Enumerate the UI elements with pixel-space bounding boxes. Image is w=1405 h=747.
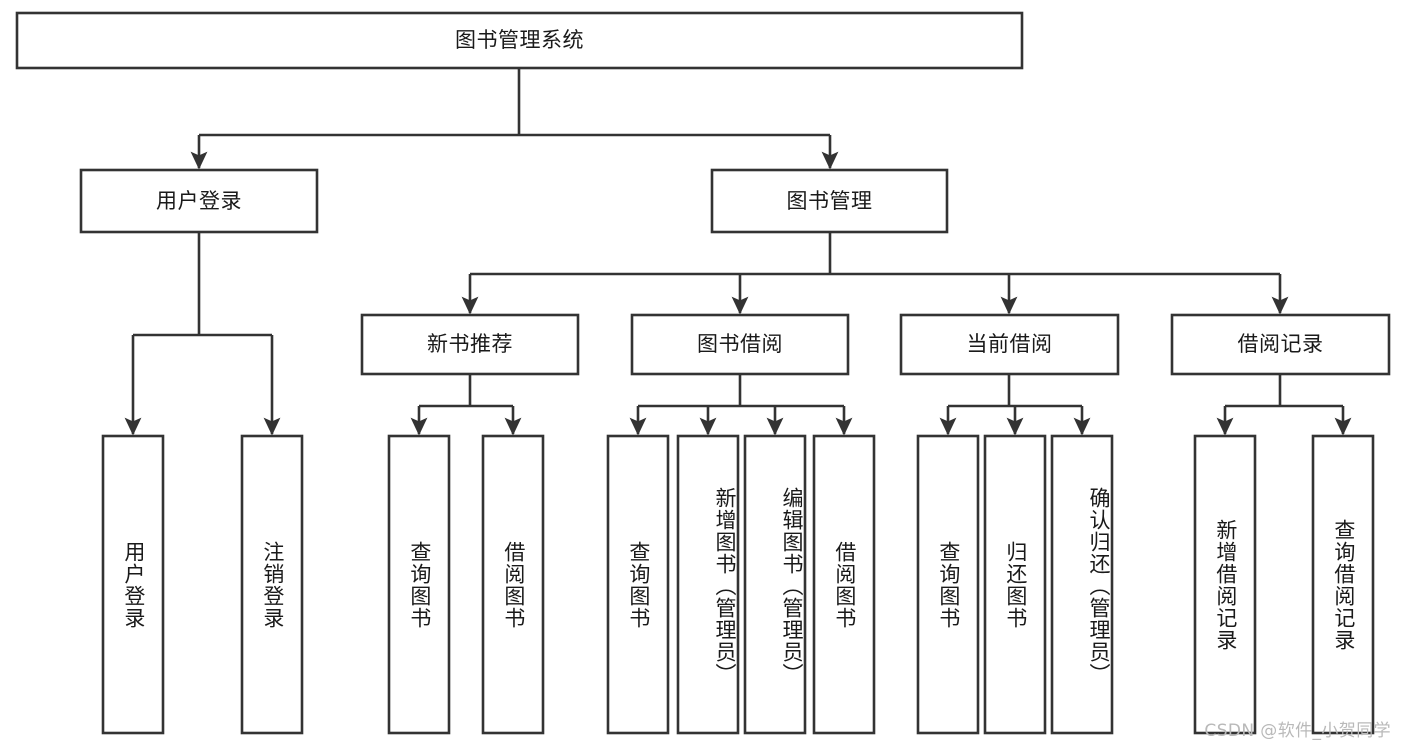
node-box-leaf-query-book-1[interactable] [387, 434, 451, 735]
node-box-leaf-query-record[interactable] [1311, 434, 1375, 735]
node-box-user-login[interactable] [79, 168, 319, 234]
node-box-root[interactable] [15, 11, 1024, 70]
node-box-book-borrow[interactable] [630, 313, 850, 376]
node-box-leaf-query-book-3[interactable] [916, 434, 980, 735]
node-box-leaf-borrow-book-2[interactable] [812, 434, 876, 735]
node-box-book-manage[interactable] [710, 168, 949, 234]
node-box-leaf-add-record[interactable] [1193, 434, 1257, 735]
node-box-borrow-record[interactable] [1170, 313, 1391, 376]
node-box-leaf-confirm-return[interactable] [1050, 434, 1114, 735]
node-box-leaf-borrow-book-1[interactable] [481, 434, 545, 735]
node-box-leaf-return-book[interactable] [983, 434, 1047, 735]
node-box-current-borrow[interactable] [899, 313, 1120, 376]
node-box-leaf-query-book-2[interactable] [606, 434, 670, 735]
node-box-leaf-edit-book[interactable] [743, 434, 807, 735]
node-box-leaf-user-login[interactable] [101, 434, 165, 735]
node-box-leaf-logout[interactable] [240, 434, 304, 735]
node-box-new-book-recommend[interactable] [360, 313, 580, 376]
node-box-leaf-add-book[interactable] [676, 434, 740, 735]
